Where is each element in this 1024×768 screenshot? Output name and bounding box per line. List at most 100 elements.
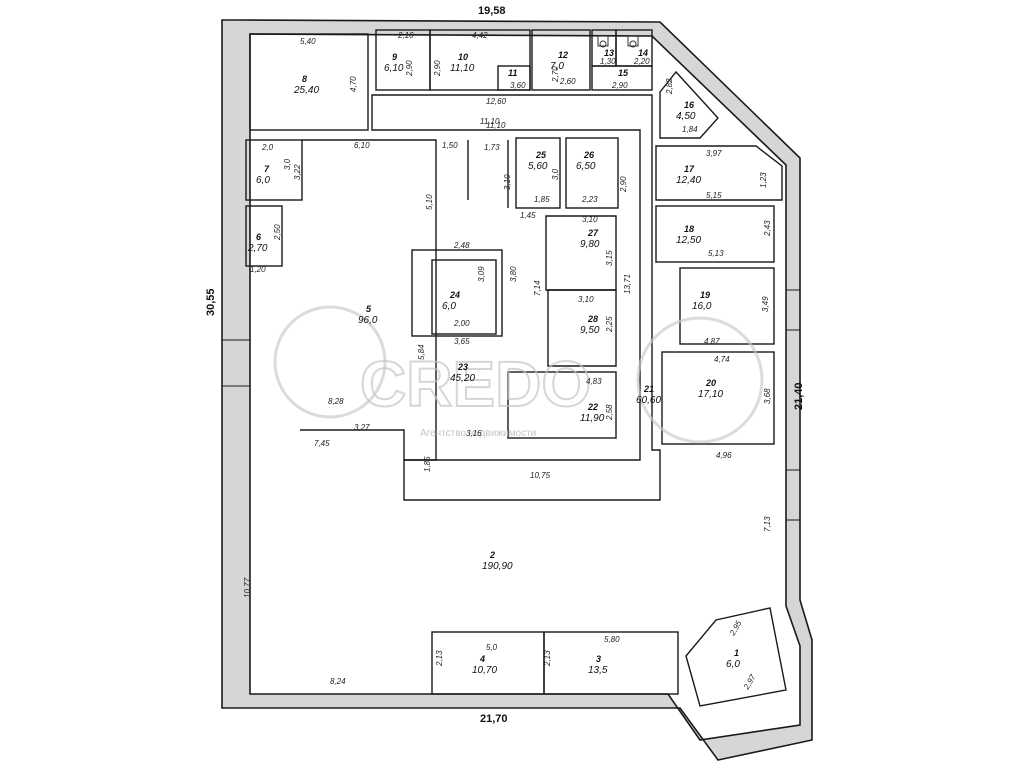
- room-number: 26: [583, 150, 595, 160]
- dimension-label: 1,23: [759, 172, 768, 188]
- room-area: 16,0: [692, 301, 712, 312]
- room-area: 6,10: [384, 63, 404, 74]
- room-number: 1: [734, 648, 739, 658]
- dimension-label: 12,60: [486, 97, 507, 106]
- room-number: 10: [458, 52, 468, 62]
- dimension-label: 3,10: [578, 295, 594, 304]
- room-number: 2: [489, 550, 495, 560]
- room-number: 27: [587, 228, 599, 238]
- room-26-outline: [565, 137, 619, 209]
- room-area: 12,50: [676, 235, 701, 246]
- room-number: 6: [256, 232, 262, 242]
- dimension-label: 2,20: [633, 57, 650, 66]
- room-number: 20: [705, 378, 716, 388]
- dimension-label: 1,45: [520, 211, 536, 220]
- room-11-outline: [497, 65, 531, 91]
- dim-bottom: 21,70: [480, 713, 508, 725]
- dimension-label: 8,24: [330, 677, 346, 686]
- room-6-outline: [245, 205, 283, 267]
- svg-text:Агентство недвижимости: Агентство недвижимости: [420, 428, 536, 439]
- room-number: 5: [366, 304, 372, 314]
- room-area: 60,60: [636, 395, 661, 406]
- svg-text:CREDO: CREDO: [360, 348, 591, 420]
- dimension-label: 3,22: [293, 164, 302, 180]
- dimension-label: 1,50: [442, 141, 458, 150]
- room-4-outline: [431, 631, 545, 695]
- room-number: 3: [596, 654, 601, 664]
- watermark-logo: CREDO Агентство недвижимости: [273, 305, 764, 444]
- room-area: 17,10: [698, 389, 723, 400]
- room-area: 11,90: [580, 413, 605, 424]
- dimension-label: 3,27: [354, 423, 370, 432]
- dimension-label: 3,15: [605, 250, 614, 266]
- dimension-label: 5,15: [706, 191, 722, 200]
- dimension-label: 1,84: [682, 125, 698, 134]
- room-15-outline: [591, 65, 653, 91]
- dim-top: 19,58: [478, 5, 506, 17]
- dimension-label: 4,83: [586, 377, 602, 386]
- room-area: 11,10: [450, 63, 475, 74]
- dimension-label: 2,48: [453, 241, 470, 250]
- room-22-outline: [507, 371, 617, 439]
- room-area: 45,20: [450, 373, 475, 384]
- dimension-label: 2,13: [543, 650, 552, 667]
- dimension-label: 7,45: [314, 439, 330, 448]
- dimension-label: 13,71: [623, 274, 632, 294]
- toilet-icon: [627, 35, 639, 48]
- dim-left: 30,55: [205, 288, 217, 316]
- room-28-outline: [547, 289, 617, 367]
- room-area: 9,80: [580, 239, 600, 250]
- dimension-label: 3,60: [510, 81, 526, 90]
- room-area: 7,0: [550, 61, 564, 72]
- room-20-outline: [661, 351, 775, 445]
- dimension-label: 3,80: [509, 266, 518, 282]
- dimension-label: 2,90: [611, 81, 628, 90]
- room-area: 6,0: [442, 301, 456, 312]
- room-10-outline: [429, 29, 531, 91]
- dim-right: 21,40: [793, 382, 805, 410]
- room-number: 21: [643, 384, 654, 394]
- dimension-label: 2,10: [397, 31, 414, 40]
- dimension-label: 1,85: [423, 456, 432, 472]
- dimension-label: 11,10: [480, 117, 500, 126]
- room-area: 6,0: [726, 659, 740, 670]
- room-area: 2,70: [247, 243, 268, 254]
- room-16-outline: [659, 70, 719, 139]
- dimension-label: 5,0: [486, 643, 498, 652]
- room-number: 14: [638, 48, 648, 58]
- dimension-label: 5,40: [300, 37, 316, 46]
- dimension-label: 4,70: [349, 76, 358, 92]
- room-number: 16: [684, 100, 695, 110]
- dimension-label: 2,70: [551, 66, 560, 83]
- dimension-label: 5,10: [425, 194, 434, 210]
- dimension-label: 2,50: [273, 224, 282, 241]
- room-12-outline: [531, 29, 591, 91]
- room-area: 25,40: [293, 85, 319, 96]
- dimension-label: 2,43: [763, 220, 772, 237]
- dimension-label: 3,0: [551, 168, 560, 180]
- dimension-label: 1,30: [600, 57, 616, 66]
- room-1-outline: [685, 607, 787, 707]
- room-number: 9: [392, 52, 397, 62]
- dimension-label: 5,80: [604, 635, 620, 644]
- room-24-frame: [411, 249, 503, 337]
- room-7-outline: [245, 139, 303, 201]
- dimension-label: 2,90: [405, 60, 414, 77]
- windows: [222, 289, 800, 521]
- room-number: 19: [700, 290, 710, 300]
- room-17-outline: [655, 145, 783, 201]
- room-number: 28: [587, 314, 598, 324]
- room-number: 17: [684, 164, 695, 174]
- room-area: 10,70: [472, 665, 497, 676]
- dimension-label: 8,28: [328, 397, 344, 406]
- dimension-label: 5,84: [417, 344, 426, 360]
- room-number: 24: [449, 290, 460, 300]
- dimension-label: 2,60: [559, 77, 576, 86]
- dimension-label: 4,42: [472, 31, 488, 40]
- dimension-label: 3,10: [503, 174, 512, 190]
- room-number: 22: [587, 402, 598, 412]
- room-number: 8: [302, 74, 307, 84]
- room-3-outline: [543, 631, 679, 695]
- room-19-outline: [679, 267, 775, 345]
